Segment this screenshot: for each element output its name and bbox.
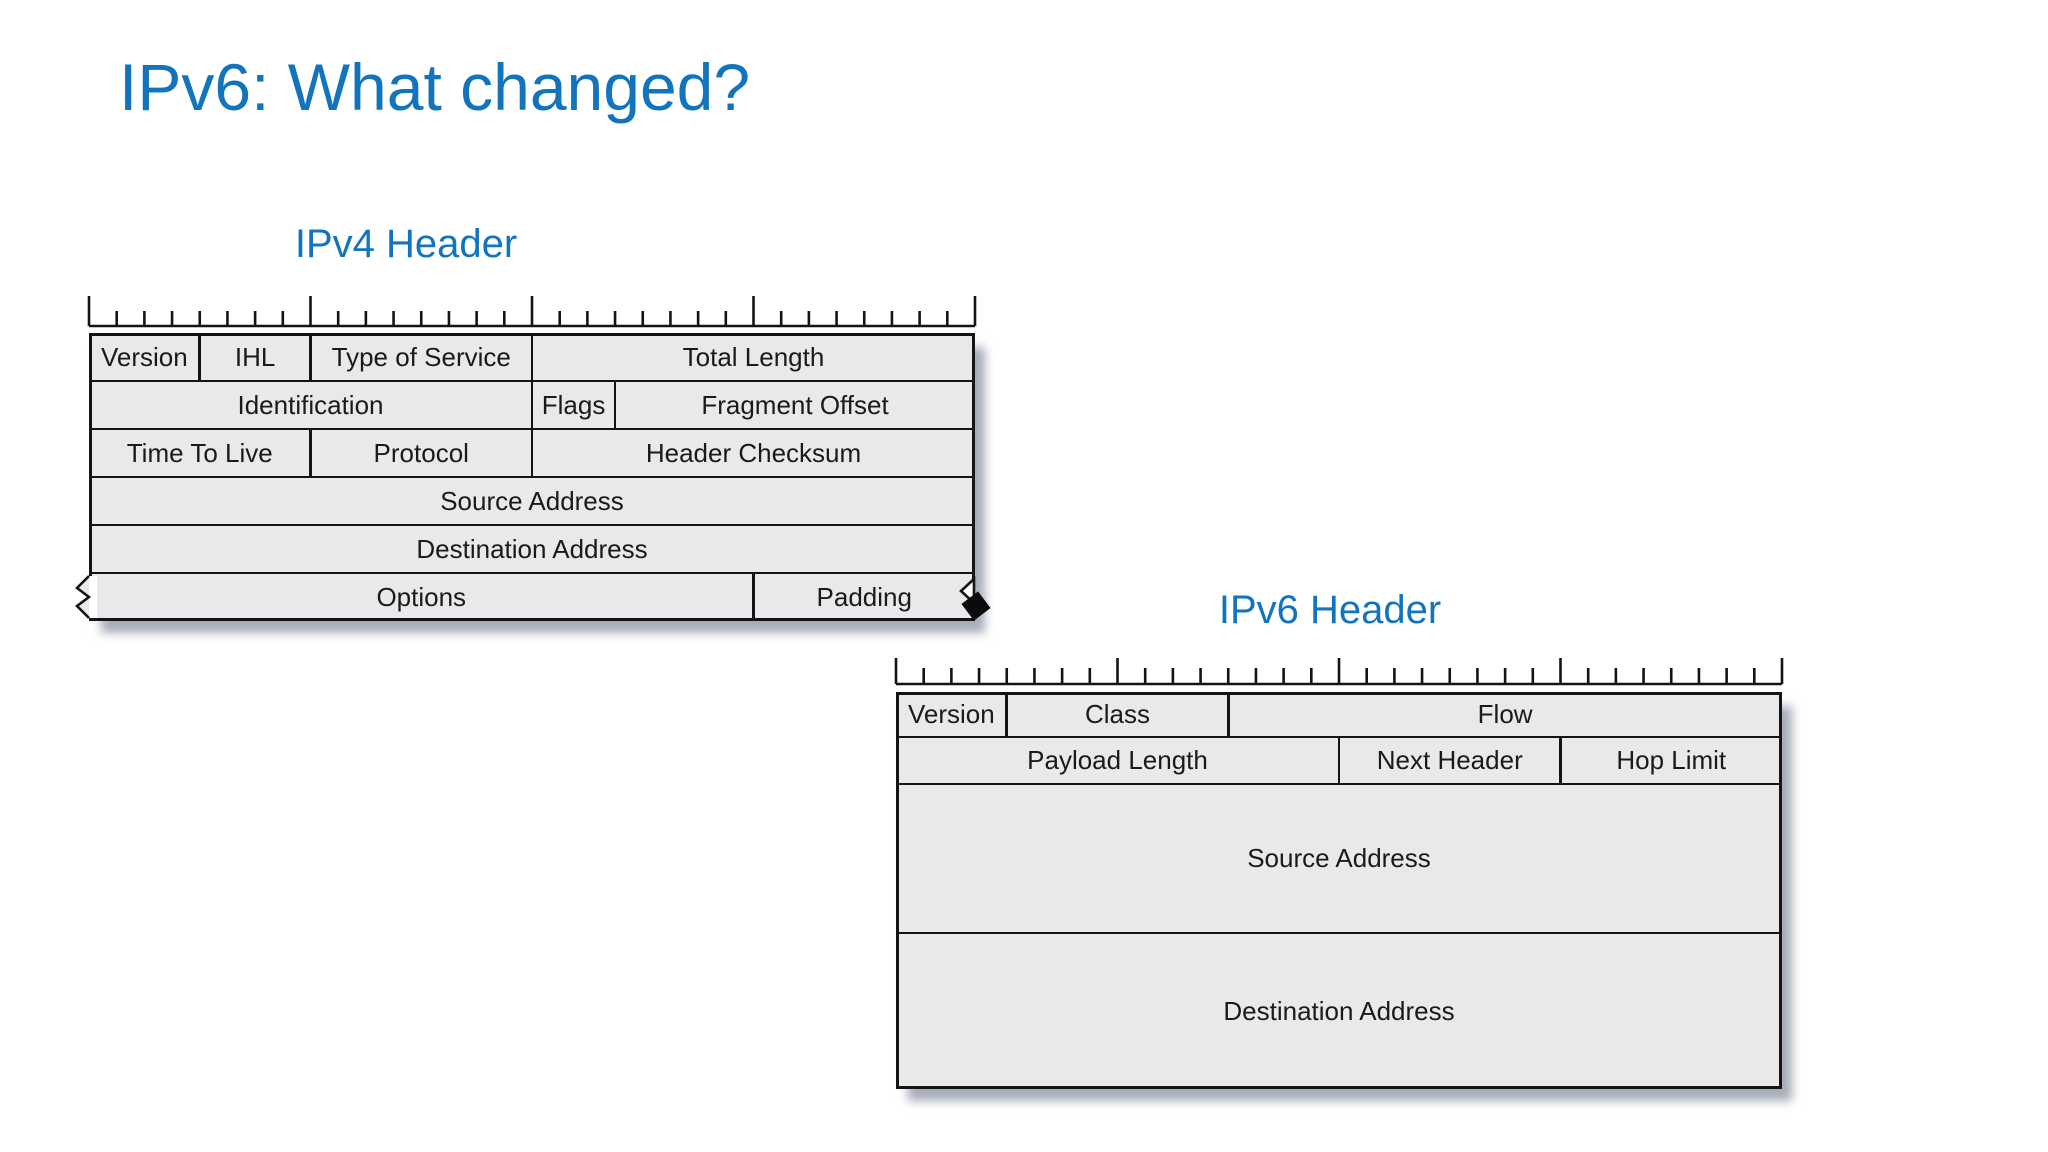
ipv4-row-separator — [89, 379, 975, 383]
ipv4-field-header-checksum: Header Checksum — [645, 437, 862, 468]
ipv4-field-identification: Identification — [237, 389, 384, 420]
ipv4-field-source-address: Source Address — [440, 485, 624, 516]
ipv4-field-protocol: Protocol — [373, 437, 469, 468]
ipv6-field-payload-length: Payload Length — [1027, 745, 1208, 775]
ipv4-field-separator — [309, 429, 312, 477]
ipv4-field-version: Version — [101, 341, 188, 372]
ipv4-field-separator — [530, 381, 534, 429]
ipv4-row-separator — [89, 571, 975, 575]
ipv6-field-next-header: Next Header — [1376, 745, 1523, 775]
ipv6-field-destination-address: Destination Address — [1223, 995, 1455, 1026]
ipv6-field-separator — [1337, 737, 1341, 784]
ipv4-field-separator — [613, 381, 617, 429]
ipv4-field-flags: Flags — [541, 389, 606, 420]
end-of-options-diamond-icon — [961, 591, 991, 621]
ipv4-field-separator — [530, 429, 534, 477]
ipv4-field-fragment-offset: Fragment Offset — [701, 389, 889, 420]
ipv4-bit-ruler — [87, 296, 977, 328]
ipv4-field-ihl: IHL — [234, 341, 276, 372]
ipv6-bit-ruler — [894, 658, 1784, 686]
ipv6-field-flow: Flow — [1477, 699, 1533, 729]
ipv4-row-separator — [89, 475, 975, 479]
ipv6-header-label: IPv6 Header — [1218, 588, 1442, 632]
ipv6-row-separator — [896, 931, 1782, 935]
ipv4-row-separator — [89, 523, 975, 527]
ipv6-field-hop-limit: Hop Limit — [1616, 745, 1727, 775]
ipv4-field-options: Options — [376, 581, 467, 612]
ipv6-field-class: Class — [1084, 699, 1150, 729]
ipv4-field-destination-address: Destination Address — [416, 533, 648, 564]
ipv4-field-separator — [752, 573, 755, 621]
ipv4-row-separator — [89, 427, 975, 431]
ipv6-row-separator — [896, 782, 1782, 786]
ipv4-field-type-of-service: Type of Service — [331, 341, 511, 372]
slide-title: IPv6: What changed? — [119, 50, 751, 124]
ipv4-field-total-length: Total Length — [682, 341, 825, 372]
ipv6-field-version: Version — [908, 699, 995, 729]
ipv6-field-separator — [1559, 737, 1562, 784]
ipv4-header-label: IPv4 Header — [294, 222, 518, 266]
ipv6-field-separator — [1005, 692, 1009, 737]
ipv4-field-time-to-live: Time To Live — [126, 437, 273, 468]
ipv6-row-separator — [896, 735, 1782, 739]
ipv4-field-separator — [530, 333, 534, 381]
ipv4-field-padding: Padding — [816, 581, 912, 612]
ipv6-field-separator — [1226, 692, 1230, 737]
ipv6-field-source-address: Source Address — [1247, 843, 1431, 873]
ipv4-field-separator — [198, 333, 202, 381]
ipv4-field-separator — [309, 333, 312, 381]
